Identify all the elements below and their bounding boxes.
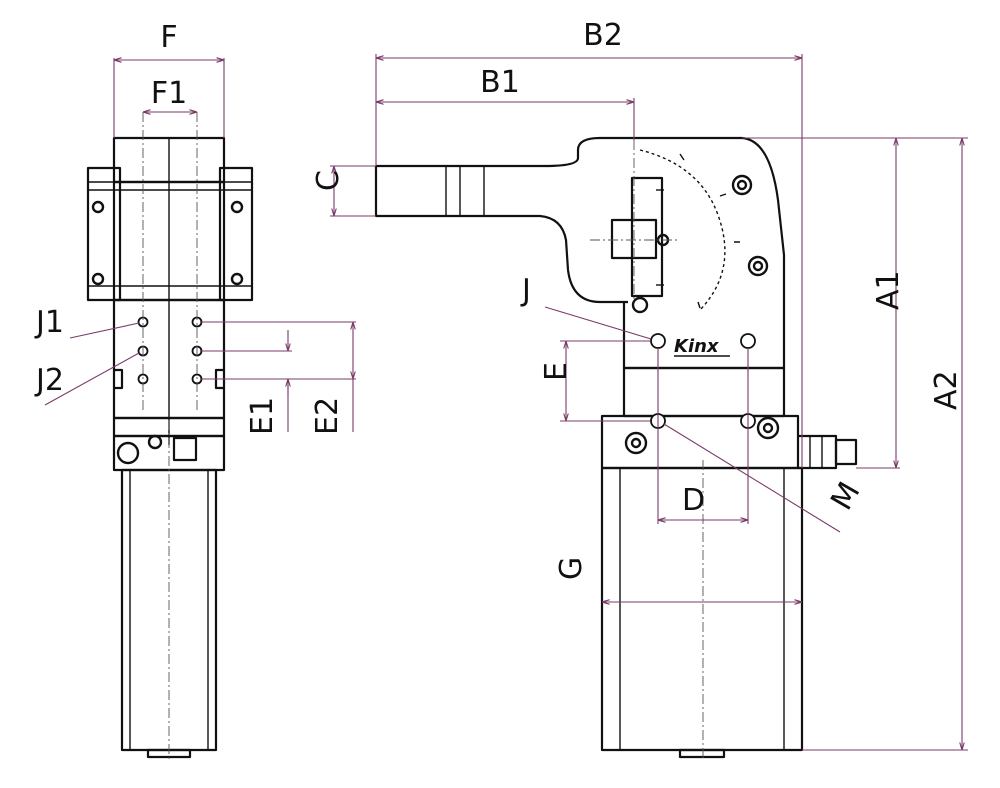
front-view-dimensions: B2 B1 C J E D G M A1 A2: [311, 18, 968, 751]
dim-label-G: G: [554, 557, 589, 580]
dim-label-B2: B2: [583, 18, 623, 53]
dim-label-E: E: [539, 362, 574, 381]
dim-label-J1: J1: [34, 305, 64, 340]
dim-label-D: D: [682, 483, 705, 518]
dim-label-F: F: [160, 20, 177, 55]
dim-label-B1: B1: [480, 65, 520, 100]
dim-label-C: C: [311, 170, 346, 191]
dim-label-A1: A1: [871, 270, 906, 310]
dim-label-F1: F1: [151, 76, 187, 111]
brand-logo: Kinx: [674, 336, 720, 357]
dim-label-J2: J2: [34, 363, 64, 398]
dim-label-E1: E1: [245, 397, 280, 435]
side-view: [86, 112, 254, 760]
dim-label-M: M: [824, 476, 867, 516]
dim-label-E2: E2: [310, 397, 345, 435]
front-view: Kinx: [374, 136, 858, 760]
side-view-dimensions: F F1 E1 E2 J1 J2: [34, 20, 356, 435]
dim-label-A2: A2: [929, 370, 964, 410]
dim-label-J: J: [520, 273, 531, 308]
